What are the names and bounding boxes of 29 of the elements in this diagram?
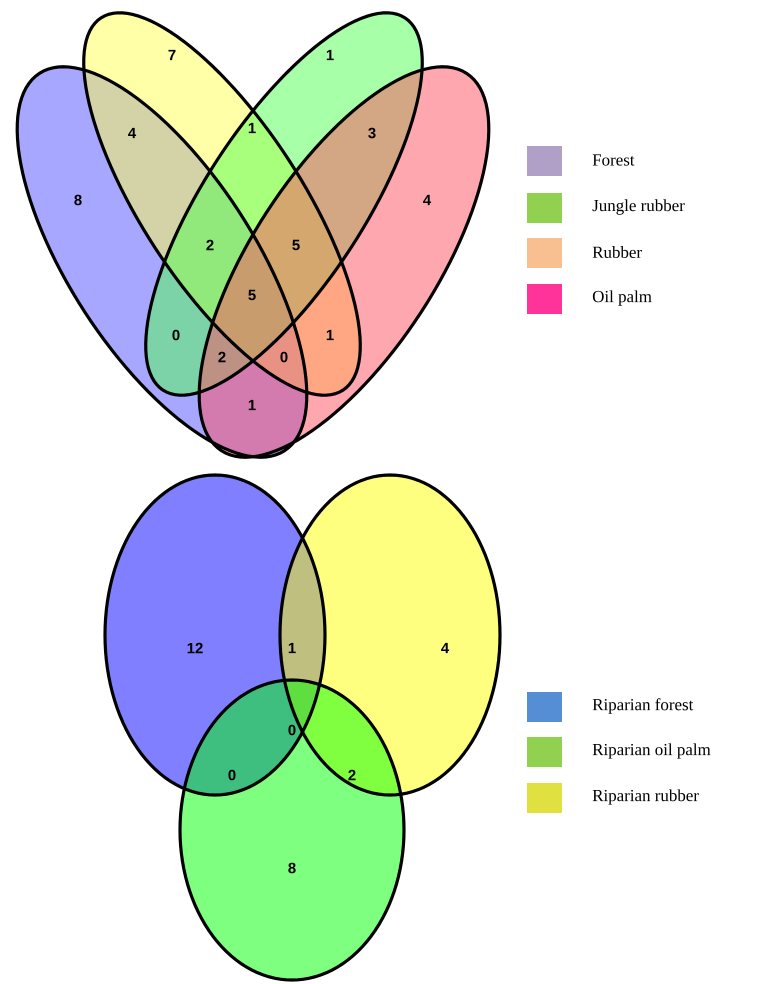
region-count: 1	[248, 400, 256, 410]
region-count: 5	[248, 290, 256, 300]
region-count: 0	[172, 330, 180, 340]
region-count: 1	[288, 642, 296, 654]
region-count: 1	[326, 330, 334, 340]
region-count: 7	[168, 50, 176, 60]
region-count: 5	[292, 240, 300, 250]
region-count: 3	[368, 128, 376, 138]
region-count: 4	[128, 128, 136, 138]
legend-label: Rubber	[592, 246, 642, 258]
legend-label: Riparian oil palm	[592, 743, 710, 759]
region-count: 4	[441, 642, 450, 654]
region-count: 2	[218, 352, 226, 362]
region-count: 4	[423, 194, 432, 206]
legend-label: Jungle rubber	[592, 199, 685, 215]
region-count: 2	[206, 240, 214, 250]
region-count: 8	[288, 862, 296, 874]
legend-label: Riparian rubber	[592, 789, 699, 805]
region-count: 0	[288, 724, 296, 736]
legend-label: Riparian forest	[592, 698, 694, 714]
region-count: 2	[348, 770, 356, 780]
region-count: 12	[188, 642, 203, 654]
region-count: 1	[248, 122, 256, 134]
region-count: 0	[280, 352, 288, 362]
legend-label: Forest	[592, 154, 634, 166]
region-count: 0	[228, 770, 236, 780]
region-count: 8	[74, 194, 82, 206]
region-count: 1	[326, 50, 334, 60]
legend-label: Oil palm	[592, 290, 652, 306]
